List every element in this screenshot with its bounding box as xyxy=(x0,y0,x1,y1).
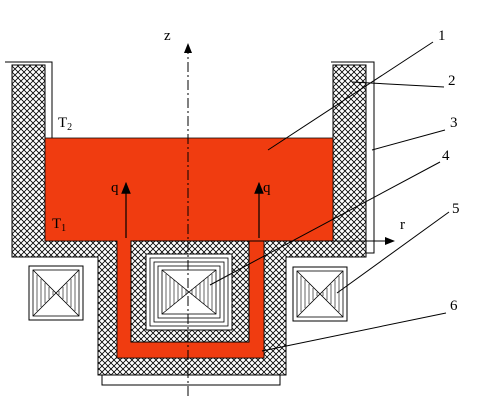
callout-2: 2 xyxy=(448,73,456,89)
temperature-top-label: T2 xyxy=(58,115,72,133)
left-coil xyxy=(28,265,84,321)
callout-6: 6 xyxy=(450,298,458,314)
r-axis-label: r xyxy=(400,217,405,233)
leader-lines xyxy=(209,41,450,352)
callout-3: 3 xyxy=(450,115,458,131)
right-coil xyxy=(292,266,348,322)
heat-flux-label-left: q xyxy=(111,180,119,196)
callout-1: 1 xyxy=(438,28,446,44)
central-inductor xyxy=(145,253,233,331)
heat-flux-label-right: q xyxy=(263,180,271,196)
callout-5: 5 xyxy=(452,201,460,217)
z-axis-label: z xyxy=(164,28,171,44)
callout-4: 4 xyxy=(442,148,450,164)
temperature-bottom-label: T1 xyxy=(52,216,66,234)
